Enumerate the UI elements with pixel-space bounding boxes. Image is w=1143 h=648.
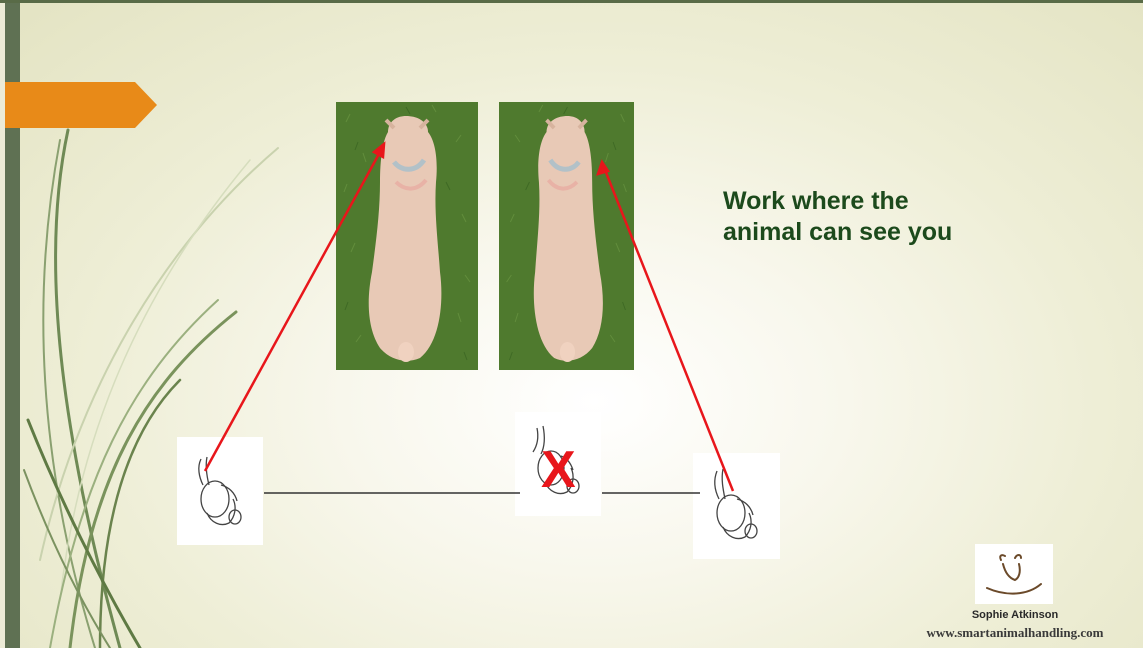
slide-title: Work where the animal can see you: [723, 186, 983, 248]
person-top-view-icon: [177, 437, 263, 545]
handler-left: [177, 437, 263, 545]
credit-name: Sophie Atkinson: [930, 609, 1100, 621]
cow-head-logo-icon: [975, 544, 1053, 604]
handler-right: [693, 453, 780, 559]
pig-photo-right: [499, 102, 634, 370]
orange-arrow-tab: [5, 82, 157, 128]
blind-spot-x-icon: X: [541, 444, 576, 496]
credit-url: www.smartanimalhandling.com: [905, 625, 1125, 641]
logo: [975, 544, 1053, 604]
pig-photo-left: [336, 102, 478, 370]
person-top-view-icon: [693, 453, 780, 559]
